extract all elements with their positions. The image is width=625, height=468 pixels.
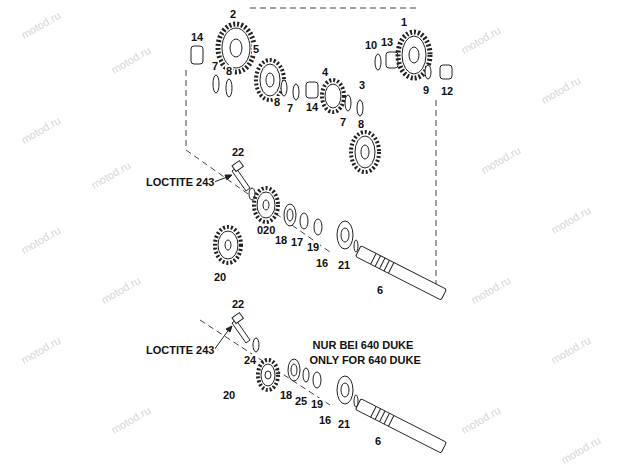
callout-number: 22 [231, 298, 245, 310]
callout-number: 9 [422, 84, 430, 96]
note-text: LOCTITE 243 [145, 344, 215, 356]
callout-number: 7 [286, 102, 294, 114]
watermark: motod.ru [18, 334, 62, 366]
callout-number: 12 [440, 85, 454, 97]
watermark: motod.ru [538, 74, 582, 106]
callout-number: 22 [231, 146, 245, 158]
callout-number: 14 [305, 101, 319, 113]
callout-number: 10 [364, 39, 378, 51]
watermark: motod.ru [88, 159, 132, 191]
callout-number: 14 [190, 31, 204, 43]
callout-number: 3 [358, 79, 366, 91]
callout-number: 17 [290, 236, 304, 248]
callout-number: 16 [318, 414, 332, 426]
callout-number: 18 [274, 234, 288, 246]
watermark: motod.ru [18, 114, 62, 146]
callout-number: 8 [357, 118, 365, 130]
watermark: motod.ru [18, 9, 62, 41]
callout-number: 2 [229, 8, 237, 20]
callout-number: 20 [213, 271, 227, 283]
callout-number: 6 [374, 435, 382, 447]
watermark: motod.ru [468, 274, 512, 306]
callout-number: 21 [337, 418, 351, 430]
callout-number: 1 [400, 16, 408, 28]
watermark: motod.ru [18, 224, 62, 256]
callout-number: 16 [315, 257, 329, 269]
watermark: motod.ru [478, 144, 522, 176]
note-text: NUR BEI 640 DUKE [312, 339, 415, 351]
callout-number: 19 [310, 398, 324, 410]
callout-number: 25 [294, 395, 308, 407]
watermark: motod.ru [108, 404, 152, 436]
callout-number: 4 [321, 66, 329, 78]
watermark: motod.ru [98, 274, 142, 306]
callout-number: 24 [243, 354, 257, 366]
callout-number: 18 [279, 389, 293, 401]
callout-number: 8 [225, 65, 233, 77]
callout-number: 7 [339, 116, 347, 128]
watermark: motod.ru [108, 44, 152, 76]
note-text: LOCTITE 243 [145, 176, 215, 188]
watermark: motod.ru [458, 24, 502, 56]
callout-number: 7 [211, 60, 219, 72]
watermark: motod.ru [548, 204, 592, 236]
callout-number: 19 [306, 241, 320, 253]
callout-number: 8 [273, 96, 281, 108]
watermark: motod.ru [548, 334, 592, 366]
callout-number: 6 [376, 284, 384, 296]
watermark: motod.ru [558, 434, 602, 466]
callout-number: 13 [380, 36, 394, 48]
note-text: ONLY FOR 640 DUKE [309, 354, 422, 366]
callout-number: 5 [252, 43, 260, 55]
callout-number: 20 [222, 389, 236, 401]
callout-number: 21 [337, 259, 351, 271]
watermark: motod.ru [458, 404, 502, 436]
